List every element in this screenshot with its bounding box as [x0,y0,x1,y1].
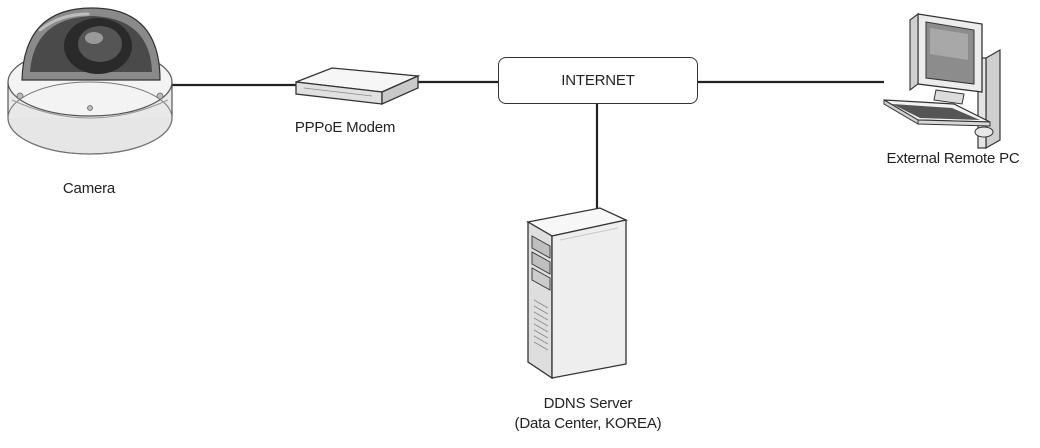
modem-label: PPPoE Modem [294,119,396,136]
desktop-pc-icon [883,12,1001,150]
ddns-server-label: DDNS Server [543,395,633,412]
camera-label: Camera [62,180,116,197]
internet-label: INTERNET [561,72,635,89]
remote-pc-label: External Remote PC [886,150,1020,167]
connection-lines [172,80,884,212]
modem-icon [295,67,421,106]
ddns-location-label: (Data Center, KOREA) [514,415,662,432]
server-tower-icon [526,207,629,380]
internet-box: INTERNET [498,57,698,104]
dome-camera-icon [7,7,173,155]
